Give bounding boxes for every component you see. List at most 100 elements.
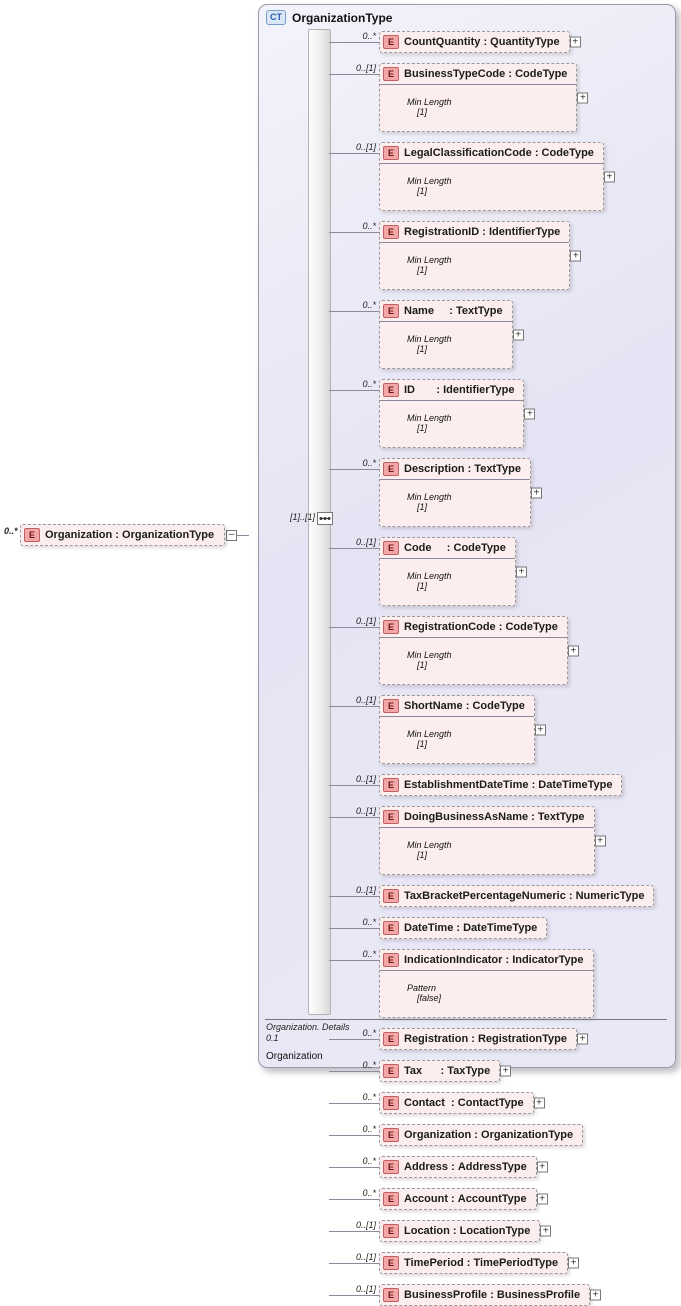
connector-line: 0..* (329, 1028, 379, 1050)
element-box[interactable]: E CountQuantity : QuantityType + (379, 31, 581, 53)
element-box[interactable]: E Name : TextType Min Length [1] + (379, 300, 524, 369)
element-row: 0..[1] E RegistrationCode : CodeType Min… (329, 616, 579, 685)
element-box[interactable]: E IndicationIndicator : IndicatorType Pa… (379, 949, 594, 1018)
facet-row: Min Length [1] (380, 637, 567, 684)
facet-label: Min Length (407, 334, 452, 344)
expand-icon[interactable]: + (515, 566, 527, 577)
expand-icon[interactable]: + (524, 408, 536, 419)
cardinality-label: 0..[1] (355, 1252, 376, 1262)
element-badge-icon: E (383, 1064, 399, 1078)
element-name: LegalClassificationCode (404, 147, 532, 159)
expand-icon[interactable]: + (536, 1193, 548, 1205)
element-row: 0..* E Address : AddressType + (329, 1156, 548, 1178)
element-box[interactable]: E Organization : OrganizationType (379, 1124, 584, 1146)
expand-icon[interactable]: + (540, 1225, 552, 1237)
sequence-icon[interactable] (317, 512, 333, 525)
expand-icon[interactable]: + (500, 1065, 512, 1077)
element-box[interactable]: E ID : IdentifierType Min Length [1] + (379, 379, 536, 448)
facet-label: Min Length (407, 729, 452, 739)
element-box[interactable]: E TaxBracketPercentageNumeric : NumericT… (379, 885, 655, 907)
expand-icon[interactable]: + (567, 645, 579, 656)
element-name: Contact (404, 1097, 448, 1109)
cardinality-label: 0..* (362, 949, 376, 959)
element-name: Name (404, 305, 447, 317)
expand-icon[interactable]: + (569, 36, 581, 48)
facet-label: Min Length (407, 492, 452, 502)
element-box[interactable]: E BusinessProfile : BusinessProfile + (379, 1284, 602, 1306)
element-type: AccountType (457, 1193, 527, 1205)
element-box[interactable]: E EstablishmentDateTime : DateTimeType (379, 774, 623, 796)
element-name: TimePeriod (404, 1257, 464, 1269)
cardinality-label: 0..[1] (355, 537, 376, 547)
complex-type-container: CT OrganizationType [1]..[1] 0..* E Coun… (258, 4, 676, 1306)
cardinality-label: 0..* (362, 31, 376, 41)
annotation-line2: 0.1 (266, 1033, 279, 1043)
expand-icon[interactable]: + (536, 1161, 548, 1173)
expand-icon[interactable]: + (603, 171, 615, 182)
element-type: CodeType (515, 68, 568, 80)
expand-icon[interactable]: + (568, 1257, 580, 1269)
connector-line: 0..[1] (329, 1220, 379, 1242)
expand-icon[interactable]: + (512, 329, 524, 340)
element-box[interactable]: E DateTime : DateTimeType (379, 917, 548, 939)
element-box[interactable]: E ShortName : CodeType Min Length [1] + (379, 695, 546, 764)
element-box[interactable]: E Tax : TaxType + (379, 1060, 512, 1082)
element-row: 0..* E ID : IdentifierType Min Length [1… (329, 379, 536, 448)
expand-icon[interactable]: + (594, 835, 606, 846)
cardinality-label: 0..* (362, 458, 376, 468)
connector-line: 0..* (329, 917, 379, 939)
connector-line: 0..* (329, 1092, 379, 1114)
element-name: BusinessTypeCode (404, 68, 506, 80)
cardinality-label: 0..* (362, 917, 376, 927)
element-box[interactable]: E Registration : RegistrationType + (379, 1028, 588, 1050)
type-separator: : (437, 1065, 448, 1077)
root-element-box[interactable]: 0..* E Organization : OrganizationType (4, 524, 226, 546)
collapse-handle-icon[interactable]: – (226, 529, 238, 541)
type-separator: : (505, 68, 516, 80)
element-box[interactable]: E Account : AccountType + (379, 1188, 548, 1210)
connector-line: 0..[1] (329, 537, 379, 559)
element-box[interactable]: E BusinessTypeCode : CodeType Min Length… (379, 63, 589, 132)
expand-icon[interactable]: + (590, 1289, 602, 1301)
element-badge-icon: E (383, 1192, 399, 1206)
expand-icon[interactable]: + (533, 1097, 545, 1109)
facet-label: Min Length (407, 255, 452, 265)
element-box[interactable]: E Location : LocationType + (379, 1220, 552, 1242)
element-badge-icon: E (383, 67, 399, 81)
element-box[interactable]: E LegalClassificationCode : CodeType Min… (379, 142, 615, 211)
expand-icon[interactable]: + (534, 724, 546, 735)
facet-row: Min Length [1] (380, 716, 534, 763)
root-element-row: 0..* E Organization : OrganizationType – (4, 524, 250, 546)
element-box[interactable]: E RegistrationID : IdentifierType Min Le… (379, 221, 582, 290)
expand-icon[interactable]: + (577, 92, 589, 103)
element-box[interactable]: E RegistrationCode : CodeType Min Length… (379, 616, 579, 685)
expand-icon[interactable]: + (530, 487, 542, 498)
element-box[interactable]: E Address : AddressType + (379, 1156, 548, 1178)
cardinality-label: 0..* (362, 300, 376, 310)
element-name: BusinessProfile (404, 1289, 488, 1301)
element-row: 0..[1] E EstablishmentDateTime : DateTim… (329, 774, 623, 796)
facet-row: Min Length [1] (380, 163, 603, 210)
expand-icon[interactable]: + (577, 1033, 588, 1045)
cardinality-label: 0..* (362, 1156, 376, 1166)
connector-line: 0..[1] (329, 885, 379, 907)
connector-line: 0..* (329, 1060, 379, 1082)
element-title: E TaxBracketPercentageNumeric : NumericT… (380, 886, 653, 906)
element-box[interactable]: E Code : CodeType Min Length [1] + (379, 537, 527, 606)
element-badge-icon: E (383, 921, 399, 935)
element-box[interactable]: E DoingBusinessAsName : TextType Min Len… (379, 806, 606, 875)
type-separator: : (480, 36, 491, 48)
element-row: 0..* E Organization : OrganizationType (329, 1124, 584, 1146)
facet-value: [false] (417, 993, 442, 1003)
element-box[interactable]: E Description : TextType Min Length [1] … (379, 458, 542, 527)
element-box[interactable]: E TimePeriod : TimePeriodType + (379, 1252, 580, 1274)
element-badge-icon: E (383, 225, 399, 239)
cardinality-label: 0..* (362, 1028, 376, 1038)
expand-icon[interactable]: + (570, 250, 582, 261)
element-badge-icon: E (24, 528, 40, 542)
element-box[interactable]: E Contact : ContactType + (379, 1092, 545, 1114)
cardinality-label: 0..* (362, 379, 376, 389)
element-badge-icon: E (383, 304, 399, 318)
element-name: ID (404, 384, 434, 396)
element-badge-icon: E (383, 1160, 399, 1174)
